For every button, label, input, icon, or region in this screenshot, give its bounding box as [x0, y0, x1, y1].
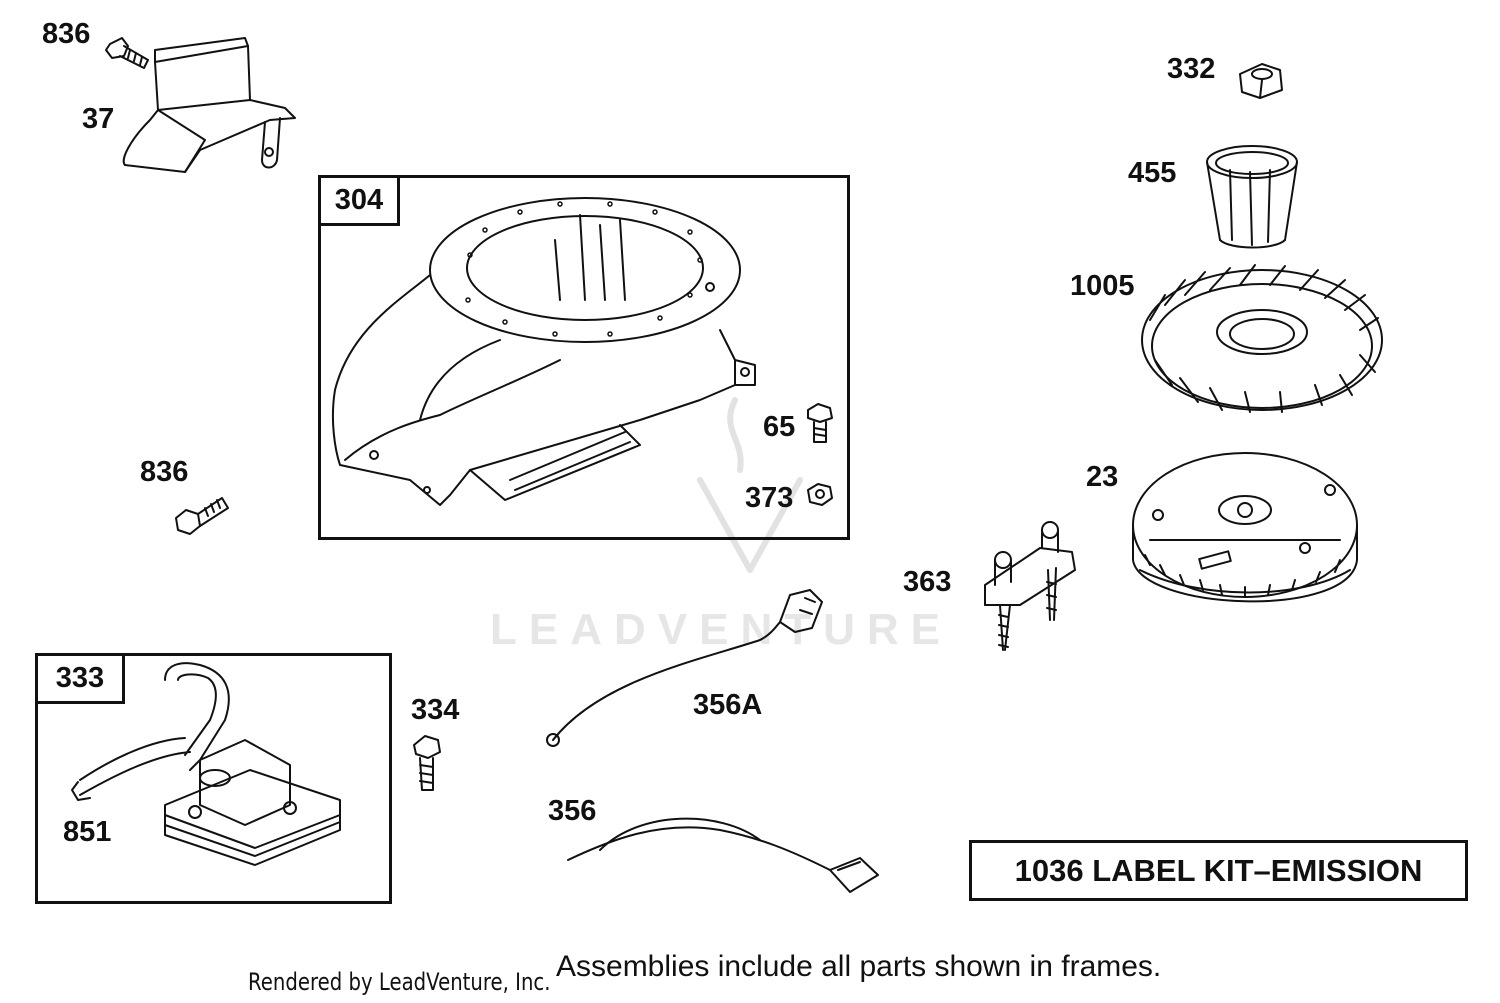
callout-65: 65 [763, 411, 796, 443]
frame-tag-304: 304 [318, 175, 400, 226]
bolt-836-left [175, 497, 229, 535]
screw-334 [413, 735, 441, 791]
assemblies-footnote: Assemblies include all parts shown in fr… [556, 950, 1162, 983]
callout-455: 455 [1128, 157, 1177, 189]
callout-37: 37 [82, 103, 115, 135]
bracket-363 [984, 521, 1076, 651]
bolt-836-top [105, 37, 149, 69]
rendered-by-credit: Rendered by LeadVenture, Inc. [248, 968, 551, 996]
shield-37 [122, 37, 296, 173]
callout-363: 363 [903, 566, 952, 598]
callout-332: 332 [1167, 53, 1216, 85]
wire-356 [567, 817, 879, 893]
callout-851: 851 [63, 816, 112, 848]
ground-wire-356A [546, 589, 823, 747]
callout-356: 356 [548, 795, 597, 827]
nut-373 [807, 483, 833, 506]
callout-1005: 1005 [1070, 270, 1135, 302]
watermark-logo [697, 397, 803, 573]
ignition-coil-333 [71, 662, 341, 866]
bolt-65 [807, 403, 833, 443]
fan-1005 [1141, 264, 1383, 413]
label-kit-box: 1036 LABEL KIT–EMISSION [969, 840, 1468, 901]
callout-334: 334 [411, 694, 460, 726]
frame-333: 333 [35, 653, 392, 904]
callout-836-left: 836 [140, 456, 189, 488]
callout-836-top: 836 [42, 18, 91, 50]
watermark-text: LEADVENTURE [490, 605, 953, 654]
flywheel-23 [1132, 452, 1358, 603]
frame-304: 304 [318, 175, 850, 540]
frame-tag-333: 333 [35, 653, 125, 704]
nut-332 [1239, 63, 1283, 99]
callout-23: 23 [1086, 461, 1119, 493]
starter-cup-455 [1206, 145, 1298, 249]
blower-housing-304 [331, 197, 756, 506]
callout-356A: 356A [693, 689, 763, 721]
callout-373: 373 [745, 482, 794, 514]
